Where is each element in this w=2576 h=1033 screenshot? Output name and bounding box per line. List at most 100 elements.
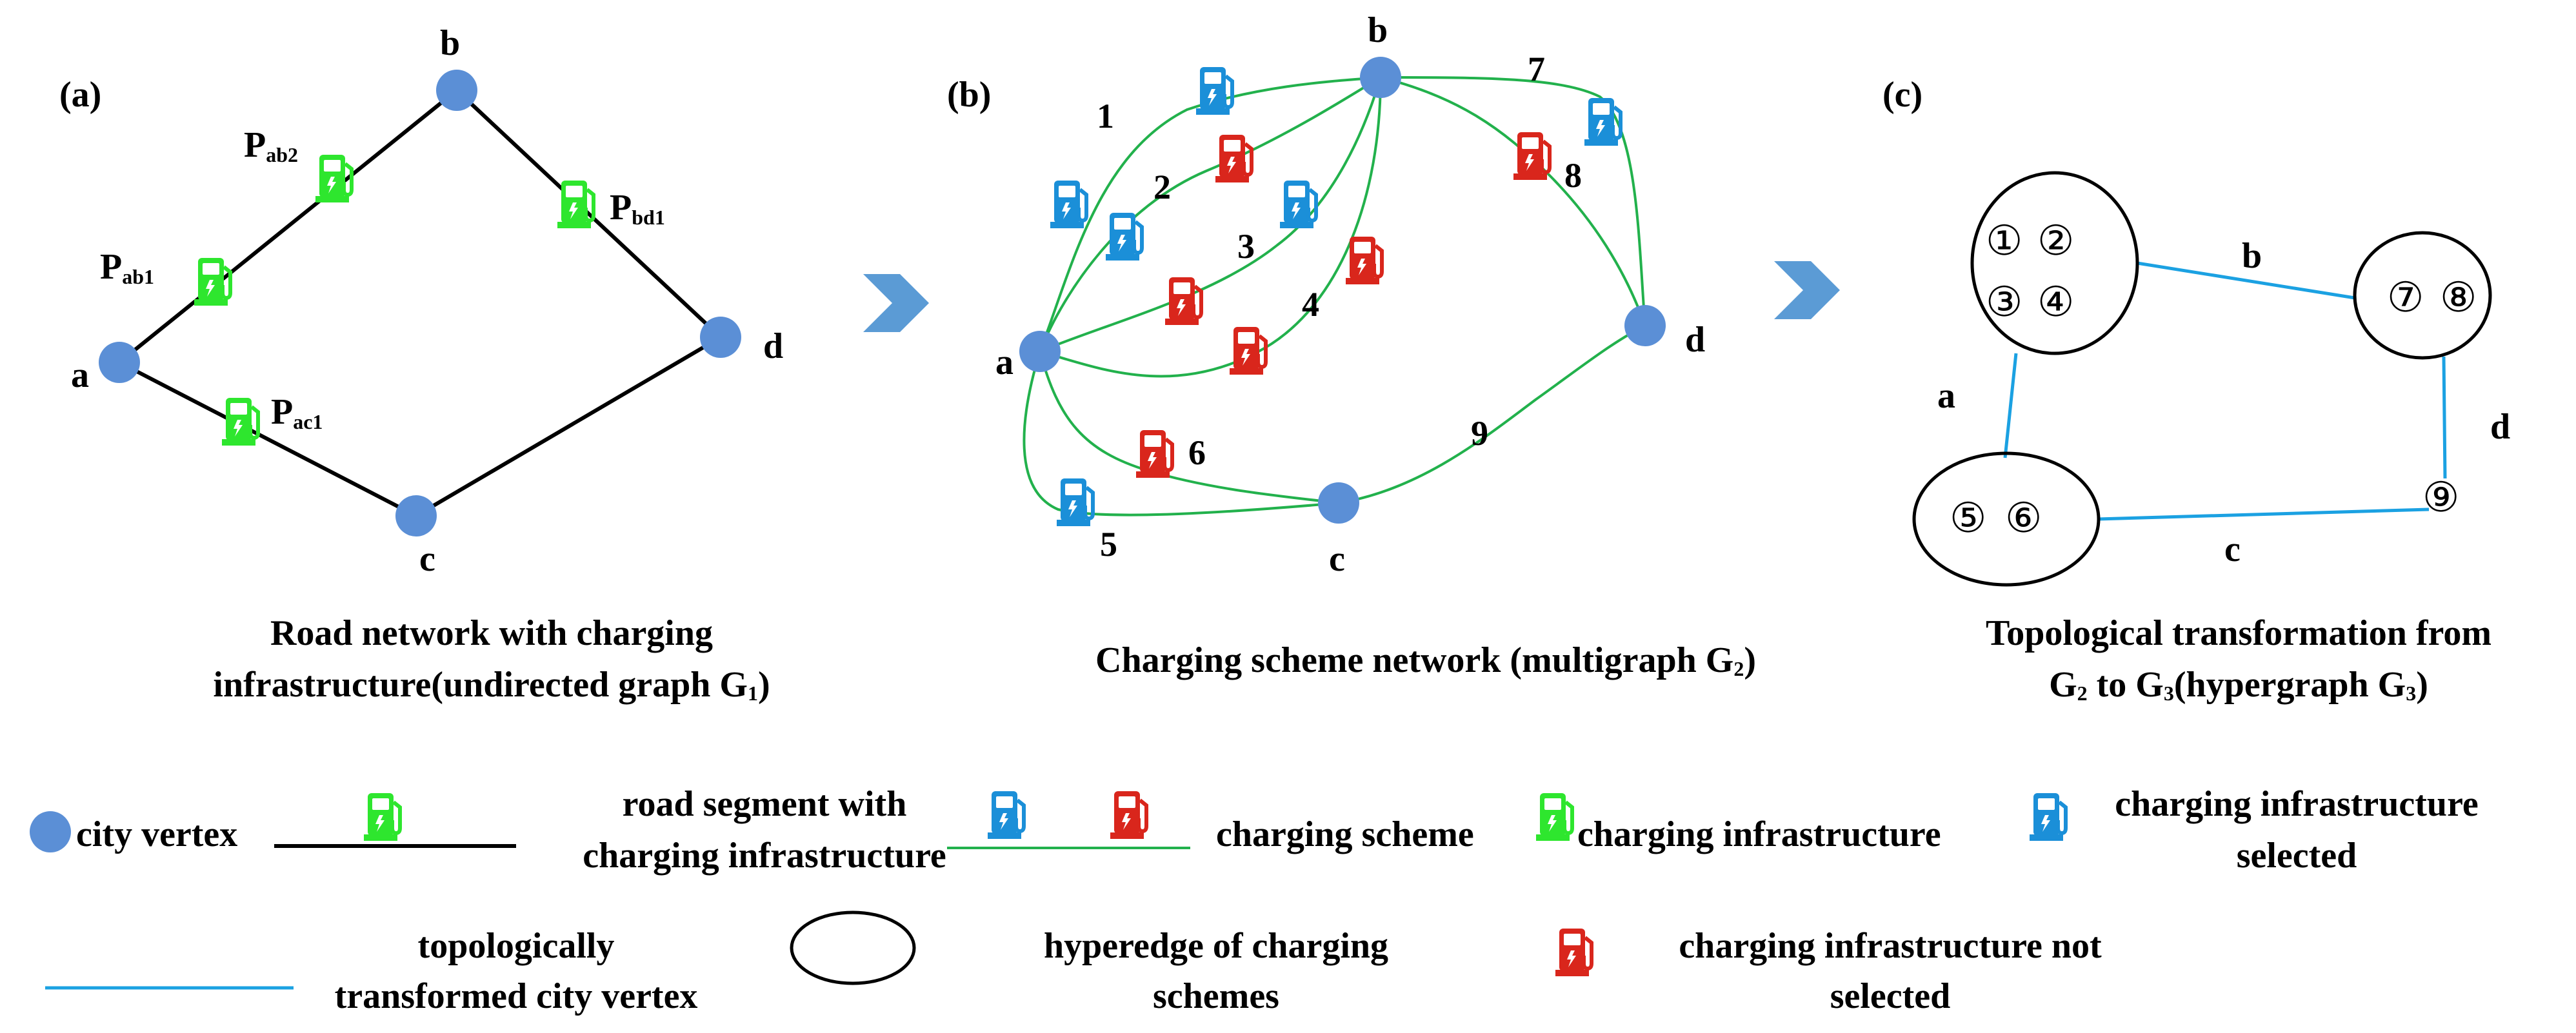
legend-transformed-line1: topologically (418, 926, 615, 966)
ev-charger-red-icon (1346, 237, 1382, 284)
legend-city-vertex-label: city vertex (76, 814, 237, 854)
vertex-a (1019, 331, 1061, 372)
scheme-edge-4 (1039, 77, 1382, 378)
edge-label-b: b (2242, 236, 2262, 276)
legend-city-vertex-symbol (30, 811, 71, 852)
hyperedge-2 (2353, 231, 2492, 360)
legend-not-selected-line2: selected (1830, 976, 1951, 1016)
ev-charger-blue-icon (1050, 181, 1086, 228)
vertex-a-label: a (995, 342, 1013, 382)
legend-charging-scheme-label: charging scheme (1216, 814, 1474, 854)
scheme-node-4: ④ (2037, 279, 2074, 325)
scheme-edge-2 (1039, 76, 1382, 352)
scheme-number-5: 5 (1100, 525, 1117, 564)
vertex-c (1318, 482, 1359, 524)
ev-charger-blue-icon (988, 791, 1024, 839)
panel-c-caption-line2: G2 to G3(hypergraph G3) (2049, 665, 2428, 705)
panel-c: (c) ① ② ③ ④ ⑦ ⑧ ⑤ ⑥ ⑨ b a c d Topologica… (1882, 75, 2510, 705)
vertex-d (1624, 305, 1666, 346)
transformed-edge-c (2097, 507, 2430, 521)
panel-c-caption-line1: Topological transformation from (1986, 613, 2491, 653)
scheme-edge-9 (1338, 324, 1646, 504)
legend-charging-infrastructure-label: charging infrastructure (1577, 814, 1941, 854)
legend-hyperedge-line1: hyperedge of charging (1044, 926, 1388, 966)
hyperedge-1 (1970, 171, 2139, 355)
transformed-edge-a (2003, 353, 2018, 458)
ev-charger-blue-icon (1106, 213, 1142, 261)
vertex-c-label: c (1329, 539, 1345, 579)
panel-b: (b) a b c d 1 2 3 4 (947, 10, 1756, 680)
scheme-number-6: 6 (1188, 433, 1206, 472)
scheme-number-9: 9 (1471, 414, 1488, 453)
ev-charger-blue-icon (2030, 793, 2066, 841)
panel-a-tag: (a) (59, 75, 101, 115)
scheme-node-9: ⑨ (2422, 475, 2459, 520)
vertex-c (395, 495, 437, 536)
edge-label-c: c (2224, 529, 2241, 569)
chevron-right-icon (863, 274, 929, 332)
scheme-node-2: ② (2037, 218, 2074, 264)
vertex-d-label: d (763, 326, 783, 366)
vertex-b-label: b (1368, 10, 1388, 50)
ev-charger-red-icon (1165, 277, 1201, 325)
scheme-edge-8 (1380, 76, 1646, 326)
legend-road-segment-line2: charging infrastructure (583, 836, 946, 876)
chevron-right-icon (1774, 261, 1840, 319)
ev-charger-green-icon (557, 181, 594, 228)
ev-charger-green-icon (194, 258, 230, 306)
scheme-node-5: ⑤ (1950, 495, 1986, 541)
scheme-edge-7 (1380, 76, 1646, 326)
ev-charger-blue-icon (1280, 181, 1316, 228)
ev-charger-red-icon (1110, 791, 1146, 839)
ev-charger-red-icon (1555, 929, 1592, 976)
road-b-d (455, 88, 723, 339)
ev-charger-red-icon (1513, 132, 1550, 180)
vertex-a (99, 342, 140, 383)
ev-charger-blue-icon (1057, 478, 1093, 526)
road-a-c (118, 360, 417, 518)
station-label-pab1: Pab1 (100, 247, 154, 288)
legend-road-segment-line1: road segment with (623, 784, 907, 824)
hyperedge-3 (1912, 451, 2101, 587)
scheme-number-7: 7 (1528, 50, 1545, 88)
scheme-node-8: ⑧ (2440, 275, 2477, 320)
scheme-number-8: 8 (1564, 156, 1582, 195)
vertex-b (1360, 57, 1401, 98)
station-label-pbd1: Pbd1 (610, 188, 665, 229)
ev-charger-blue-icon (1584, 98, 1621, 146)
legend-selected-line2: selected (2237, 836, 2357, 876)
panel-a-caption-line2: infrastructure(undirected graph G1) (213, 665, 770, 705)
scheme-node-3: ③ (1986, 279, 2022, 325)
legend-not-selected-line1: charging infrastructure not (1679, 926, 2102, 966)
vertex-b-label: b (440, 23, 460, 63)
scheme-node-6: ⑥ (2005, 495, 2042, 541)
scheme-number-2: 2 (1153, 168, 1171, 206)
ev-charger-red-icon (1136, 430, 1172, 478)
scheme-edge-1 (1039, 76, 1381, 352)
legend: city vertex road segment with charging i… (30, 784, 2479, 1016)
vertex-d (700, 317, 741, 358)
panel-b-caption: Charging scheme network (multigraph G2) (1095, 640, 1756, 680)
road-a-b (118, 88, 458, 364)
panel-a-caption-line1: Road network with charging (270, 613, 713, 653)
scheme-number-3: 3 (1237, 227, 1255, 266)
legend-transformed-line2: transformed city vertex (335, 976, 698, 1016)
vertex-a-label: a (71, 355, 89, 395)
legend-hyperedge-line2: schemes (1153, 976, 1279, 1016)
ev-charger-red-icon (1215, 135, 1252, 182)
vertex-b (436, 70, 477, 111)
station-label-pac1: Pac1 (271, 392, 323, 433)
ev-charger-green-icon (1536, 793, 1572, 841)
scheme-node-1: ① (1986, 218, 2022, 264)
scheme-edge-3 (1039, 77, 1382, 353)
edge-label-d: d (2490, 407, 2510, 447)
transformed-edge-b (2137, 261, 2355, 300)
vertex-d-label: d (1685, 320, 1705, 360)
panel-b-tag: (b) (947, 75, 991, 115)
scheme-node-7: ⑦ (2387, 275, 2424, 320)
legend-hyperedge-symbol (790, 910, 916, 985)
station-label-pab2: Pab2 (244, 125, 298, 166)
scheme-number-4: 4 (1302, 285, 1319, 324)
road-c-d (415, 335, 722, 518)
